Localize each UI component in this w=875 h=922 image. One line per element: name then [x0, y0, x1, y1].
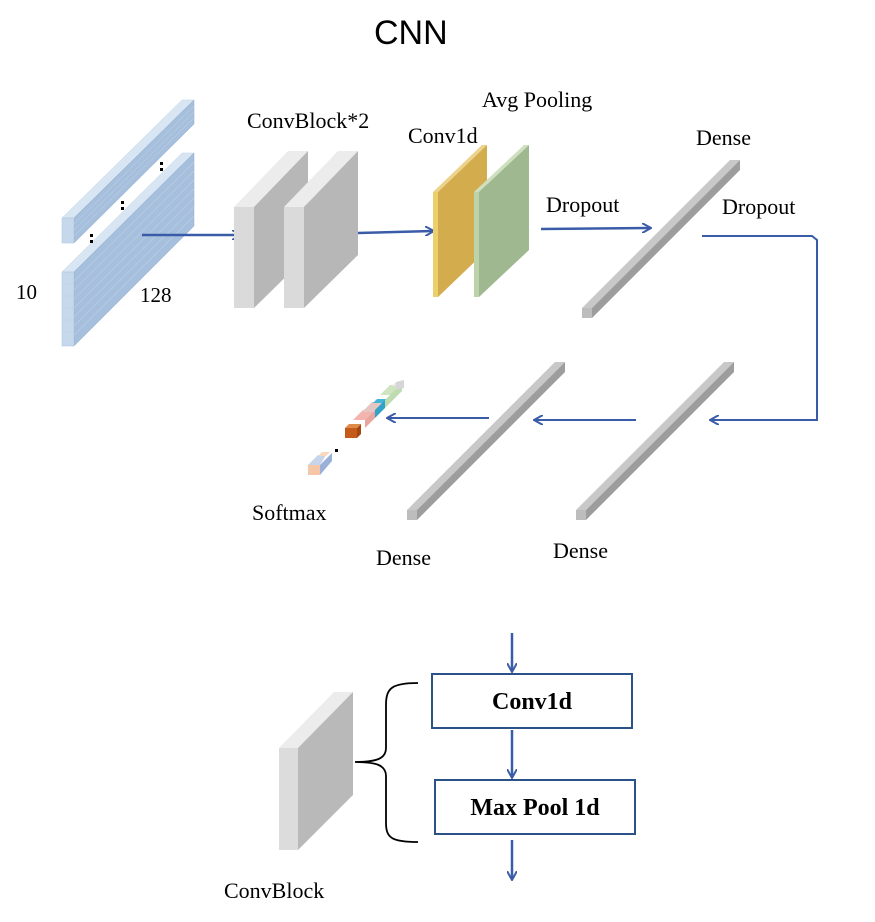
conv1d-box [431, 673, 633, 729]
label-dim-10: 10 [16, 280, 37, 304]
convblock-detail-shape [279, 692, 353, 850]
label-convblock: ConvBlock [224, 878, 325, 903]
label-softmax: Softmax [252, 500, 327, 525]
maxpool-box-label: Max Pool 1d [470, 795, 600, 821]
label-convblock-x2: ConvBlock*2 [247, 108, 370, 133]
dense-layer-1 [582, 160, 740, 318]
label-avg-pooling: Avg Pooling [482, 87, 593, 112]
softmax-output [308, 380, 404, 475]
connector-dense1-to-dense2 [702, 235, 818, 420]
label-dropout-2: Dropout [722, 194, 796, 219]
convblock-x2 [234, 151, 358, 308]
diagram-title: CNN [374, 14, 448, 52]
maxpool-box [434, 779, 636, 835]
arrow-to-dense-1 [540, 228, 650, 229]
label-dense-3: Dense [376, 545, 431, 570]
conv1d-box-label: Conv1d [491, 689, 573, 715]
dense-layer-3 [407, 362, 565, 520]
label-dim-128: 128 [140, 283, 172, 307]
dense-layer-2 [576, 362, 734, 520]
avg-pooling-layer [474, 145, 529, 297]
label-dense-1: Dense [696, 125, 751, 150]
label-dropout-1: Dropout [546, 192, 620, 217]
input-tensor [61, 99, 195, 347]
arrow-convblock-to-conv1d [357, 231, 433, 233]
curly-brace [354, 682, 419, 843]
label-dense-2: Dense [553, 538, 608, 563]
label-conv1d: Conv1d [408, 123, 478, 148]
